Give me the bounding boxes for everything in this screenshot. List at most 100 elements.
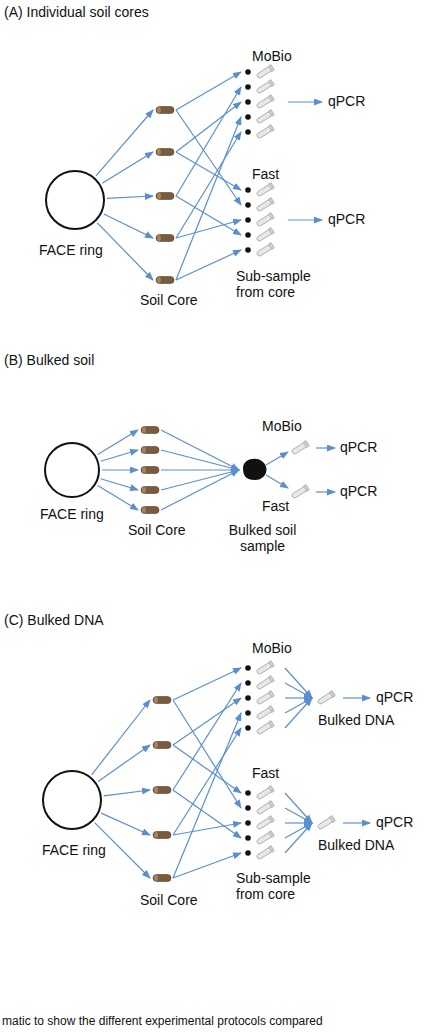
flow-arrow bbox=[173, 823, 241, 835]
subsample-label: Sub-sample from core bbox=[236, 268, 326, 300]
flow-arrow bbox=[102, 469, 138, 470]
flow-arrow bbox=[173, 668, 241, 700]
extraction-tube bbox=[256, 198, 275, 213]
soil-core bbox=[156, 149, 174, 156]
soil-core bbox=[141, 427, 159, 434]
flow-arrow bbox=[161, 470, 239, 490]
method-label: MoBio bbox=[262, 418, 302, 434]
soil-subsample bbox=[245, 805, 251, 811]
face-ring: FACE ring bbox=[44, 442, 100, 498]
flow-arrow bbox=[176, 110, 241, 205]
assay-label: qPCR bbox=[376, 814, 413, 830]
extraction-tube bbox=[256, 676, 275, 691]
method-label: MoBio bbox=[252, 640, 292, 656]
flow-arrow bbox=[173, 713, 241, 878]
extraction-tube bbox=[317, 691, 336, 706]
flow-arrow bbox=[285, 698, 312, 728]
soil-subsample bbox=[245, 835, 251, 841]
flow-arrow bbox=[161, 430, 239, 470]
flow-arrow bbox=[285, 697, 312, 698]
extraction-tube bbox=[256, 816, 275, 831]
soil-core bbox=[153, 875, 171, 882]
face-ring: FACE ring bbox=[45, 170, 105, 230]
assay-label: qPCR bbox=[376, 689, 413, 705]
extraction-tube bbox=[256, 721, 275, 736]
soil-subsample bbox=[245, 710, 251, 716]
flow-arrow bbox=[161, 470, 239, 510]
bulked-soil bbox=[243, 459, 266, 480]
bulk-label: Bulked DNA bbox=[318, 837, 394, 853]
extraction-tube bbox=[256, 213, 275, 228]
ring-outline bbox=[44, 442, 100, 498]
flow-arrow bbox=[288, 219, 322, 220]
flow-arrow bbox=[285, 822, 312, 823]
soil-core bbox=[153, 742, 171, 749]
flow-arrow bbox=[266, 475, 288, 488]
assay-label: qPCR bbox=[328, 93, 365, 109]
flow-arrow bbox=[104, 790, 150, 796]
soil-core bbox=[156, 193, 174, 200]
method-label: Fast bbox=[262, 498, 289, 514]
soil-subsample bbox=[245, 790, 251, 796]
extraction-tube bbox=[256, 243, 275, 258]
flow-arrow bbox=[173, 853, 241, 878]
flow-arrow bbox=[176, 102, 241, 152]
extraction-tube bbox=[256, 786, 275, 801]
soil-core bbox=[156, 277, 174, 284]
extraction-tube bbox=[256, 846, 275, 861]
flow-arrow bbox=[98, 430, 138, 454]
extraction-tube bbox=[256, 110, 275, 125]
soil-core bbox=[153, 832, 171, 839]
flow-arrow bbox=[316, 491, 335, 492]
flow-arrow bbox=[285, 823, 312, 853]
extraction-tube bbox=[256, 125, 275, 140]
flow-arrow bbox=[176, 250, 241, 280]
flow-arrow bbox=[176, 117, 241, 280]
ring-outline bbox=[42, 770, 102, 830]
flow-arrow bbox=[104, 214, 153, 238]
soil-subsample bbox=[245, 725, 251, 731]
panel-title: (A) Individual soil cores bbox=[4, 4, 149, 20]
ring-label: FACE ring bbox=[40, 506, 104, 522]
assay-label: qPCR bbox=[340, 439, 377, 455]
bulk-label: Bulked DNA bbox=[318, 712, 394, 728]
flow-arrow bbox=[98, 745, 150, 782]
flow-arrow bbox=[343, 822, 370, 823]
ring-label: FACE ring bbox=[39, 242, 103, 258]
method-label: Fast bbox=[252, 166, 279, 182]
flow-arrow bbox=[288, 101, 322, 102]
soil-subsample bbox=[245, 114, 251, 120]
soil-subsample bbox=[245, 69, 251, 75]
soil-core bbox=[153, 787, 171, 794]
flow-arrow bbox=[173, 745, 241, 793]
extraction-tube bbox=[256, 65, 275, 80]
extraction-tube bbox=[256, 661, 275, 676]
flow-arrow bbox=[285, 683, 312, 698]
soil-core bbox=[141, 447, 159, 454]
flow-arrow bbox=[266, 452, 288, 465]
panel-title: (C) Bulked DNA bbox=[4, 612, 104, 628]
flow-arrow bbox=[101, 479, 138, 490]
extraction-tube bbox=[256, 228, 275, 243]
extraction-tube bbox=[291, 441, 310, 456]
extraction-tube bbox=[317, 816, 336, 831]
figure-caption: matic to show the different experimental… bbox=[2, 1014, 323, 1028]
extraction-tube bbox=[256, 183, 275, 198]
extraction-tube bbox=[256, 706, 275, 721]
flow-arrow bbox=[173, 700, 241, 808]
ring-outline bbox=[45, 170, 105, 230]
flow-arrow bbox=[316, 447, 335, 448]
soil-subsample bbox=[245, 695, 251, 701]
panel-title: (B) Bulked soil bbox=[4, 352, 94, 368]
soil-subsample bbox=[245, 84, 251, 90]
soil-subsample bbox=[245, 680, 251, 686]
soil-subsample bbox=[245, 247, 251, 253]
soil-subsample bbox=[245, 202, 251, 208]
flow-arrow bbox=[285, 823, 312, 838]
flow-arrow bbox=[285, 668, 312, 698]
assay-label: qPCR bbox=[340, 483, 377, 499]
flow-arrow bbox=[285, 698, 312, 713]
extraction-tube bbox=[291, 485, 310, 500]
flow-arrow bbox=[96, 110, 153, 176]
flow-arrow bbox=[176, 132, 241, 238]
